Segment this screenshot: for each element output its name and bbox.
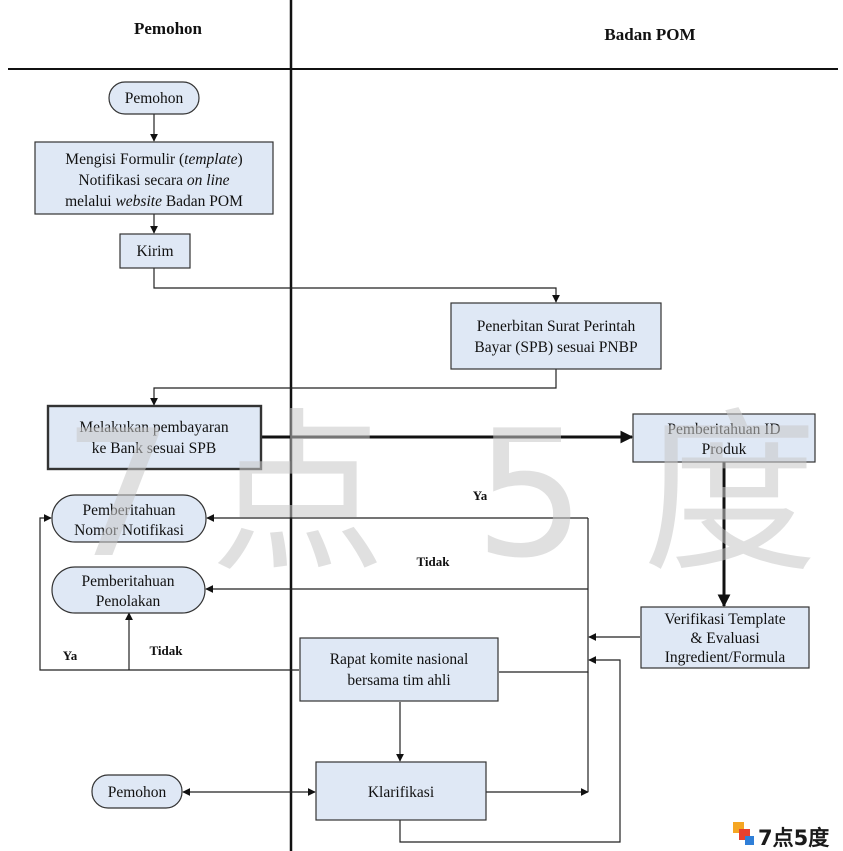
watermark: 7 点 5 度 xyxy=(62,394,817,597)
connectors xyxy=(39,114,731,843)
node-label-line3: Ingredient/Formula xyxy=(665,649,786,666)
watermark-char-1: 7 xyxy=(62,394,173,597)
node-pemberitahuan-nomor: Pemberitahuan Nomor Notifikasi xyxy=(51,494,207,543)
node-label-line2: Produk xyxy=(702,441,747,458)
node-label-line2: & Evaluasi xyxy=(690,630,760,647)
node-penerbitan-spb: Penerbitan Surat Perintah Bayar (SPB) se… xyxy=(450,302,662,370)
logo-square-yellow xyxy=(733,822,744,833)
node-verifikasi: Verifikasi Template & Evaluasi Ingredien… xyxy=(640,606,810,669)
node-label-line1: Pemberitahuan ID xyxy=(667,421,780,438)
process-shape xyxy=(34,141,274,215)
edge-label-ya-top: Ya xyxy=(473,488,488,503)
process-shape xyxy=(46,404,263,471)
node-label: Klarifikasi xyxy=(368,784,435,801)
node-pemberitahuan-penolakan: Pemberitahuan Penolakan xyxy=(51,566,206,614)
logo-text: 7点5度 xyxy=(758,826,829,850)
node-mengisi-formulir: Mengisi Formulir (template) Notifikasi s… xyxy=(34,141,274,215)
edge-rapat-ya-to-nomor xyxy=(39,514,299,671)
node-label-line2: Notifikasi secara on line xyxy=(78,172,229,189)
node-label-line1: Pemberitahuan xyxy=(82,573,175,590)
node-label: Pemohon xyxy=(125,90,184,107)
node-label-line2: ke Bank sesuai SPB xyxy=(92,440,216,457)
node-label: Kirim xyxy=(136,243,173,260)
process-shape xyxy=(450,302,662,370)
process-shape xyxy=(632,413,816,463)
node-kirim: Kirim xyxy=(119,233,191,269)
edge-klarifikasi-loop xyxy=(399,656,621,843)
node-pemohon-start: Pemohon xyxy=(108,81,200,115)
node-melakukan-pembayaran: Melakukan pembayaran ke Bank sesuai SPB xyxy=(46,404,263,471)
watermark-char-4: 度 xyxy=(643,394,818,597)
process-shape xyxy=(315,761,487,821)
edge-label-tidak-left: Tidak xyxy=(149,643,183,658)
terminal-shape xyxy=(91,774,183,809)
brand-logo: 7点5度 xyxy=(733,822,829,850)
node-label-line2: bersama tim ahli xyxy=(347,672,451,689)
node-label-line2: Nomor Notifikasi xyxy=(74,522,184,539)
node-label-line3: melalui website Badan POM xyxy=(65,193,243,210)
node-label: Pemohon xyxy=(108,784,167,801)
edge-label-ya-left: Ya xyxy=(63,648,78,663)
node-label-line1: Melakukan pembayaran xyxy=(79,419,229,436)
edge-label-tidak-mid: Tidak xyxy=(416,554,450,569)
watermark-char-3: 5 xyxy=(474,394,585,597)
edge-spb-to-pembayaran xyxy=(150,369,557,406)
lane-header-badan-pom: Badan POM xyxy=(604,25,695,44)
process-shape xyxy=(119,233,191,269)
node-label-line2: Penolakan xyxy=(96,593,161,610)
terminal-shape xyxy=(51,566,206,614)
terminal-shape xyxy=(108,81,200,115)
node-label-line1: Penerbitan Surat Perintah xyxy=(477,318,636,335)
logo-square-red xyxy=(739,829,750,840)
node-rapat-komite: Rapat komite nasional bersama tim ahli xyxy=(299,637,499,702)
terminal-shape xyxy=(51,494,207,543)
process-shape xyxy=(640,606,810,669)
node-klarifikasi: Klarifikasi xyxy=(315,761,487,821)
node-label-line1: Mengisi Formulir (template) xyxy=(65,151,242,168)
node-label-line2: Bayar (SPB) sesuai PNBP xyxy=(474,339,637,356)
node-pemberitahuan-id: Pemberitahuan ID Produk xyxy=(632,413,816,463)
edge-kirim-to-spb xyxy=(153,268,560,303)
logo-square-blue xyxy=(745,836,754,845)
process-shape xyxy=(299,637,499,702)
node-label-line1: Verifikasi Template xyxy=(664,611,785,628)
node-pemohon-end: Pemohon xyxy=(91,774,183,809)
watermark-char-2: 点 xyxy=(211,394,386,597)
node-label-line1: Pemberitahuan xyxy=(83,502,176,519)
lane-header-pemohon: Pemohon xyxy=(134,19,203,38)
node-label-line1: Rapat komite nasional xyxy=(330,651,469,668)
